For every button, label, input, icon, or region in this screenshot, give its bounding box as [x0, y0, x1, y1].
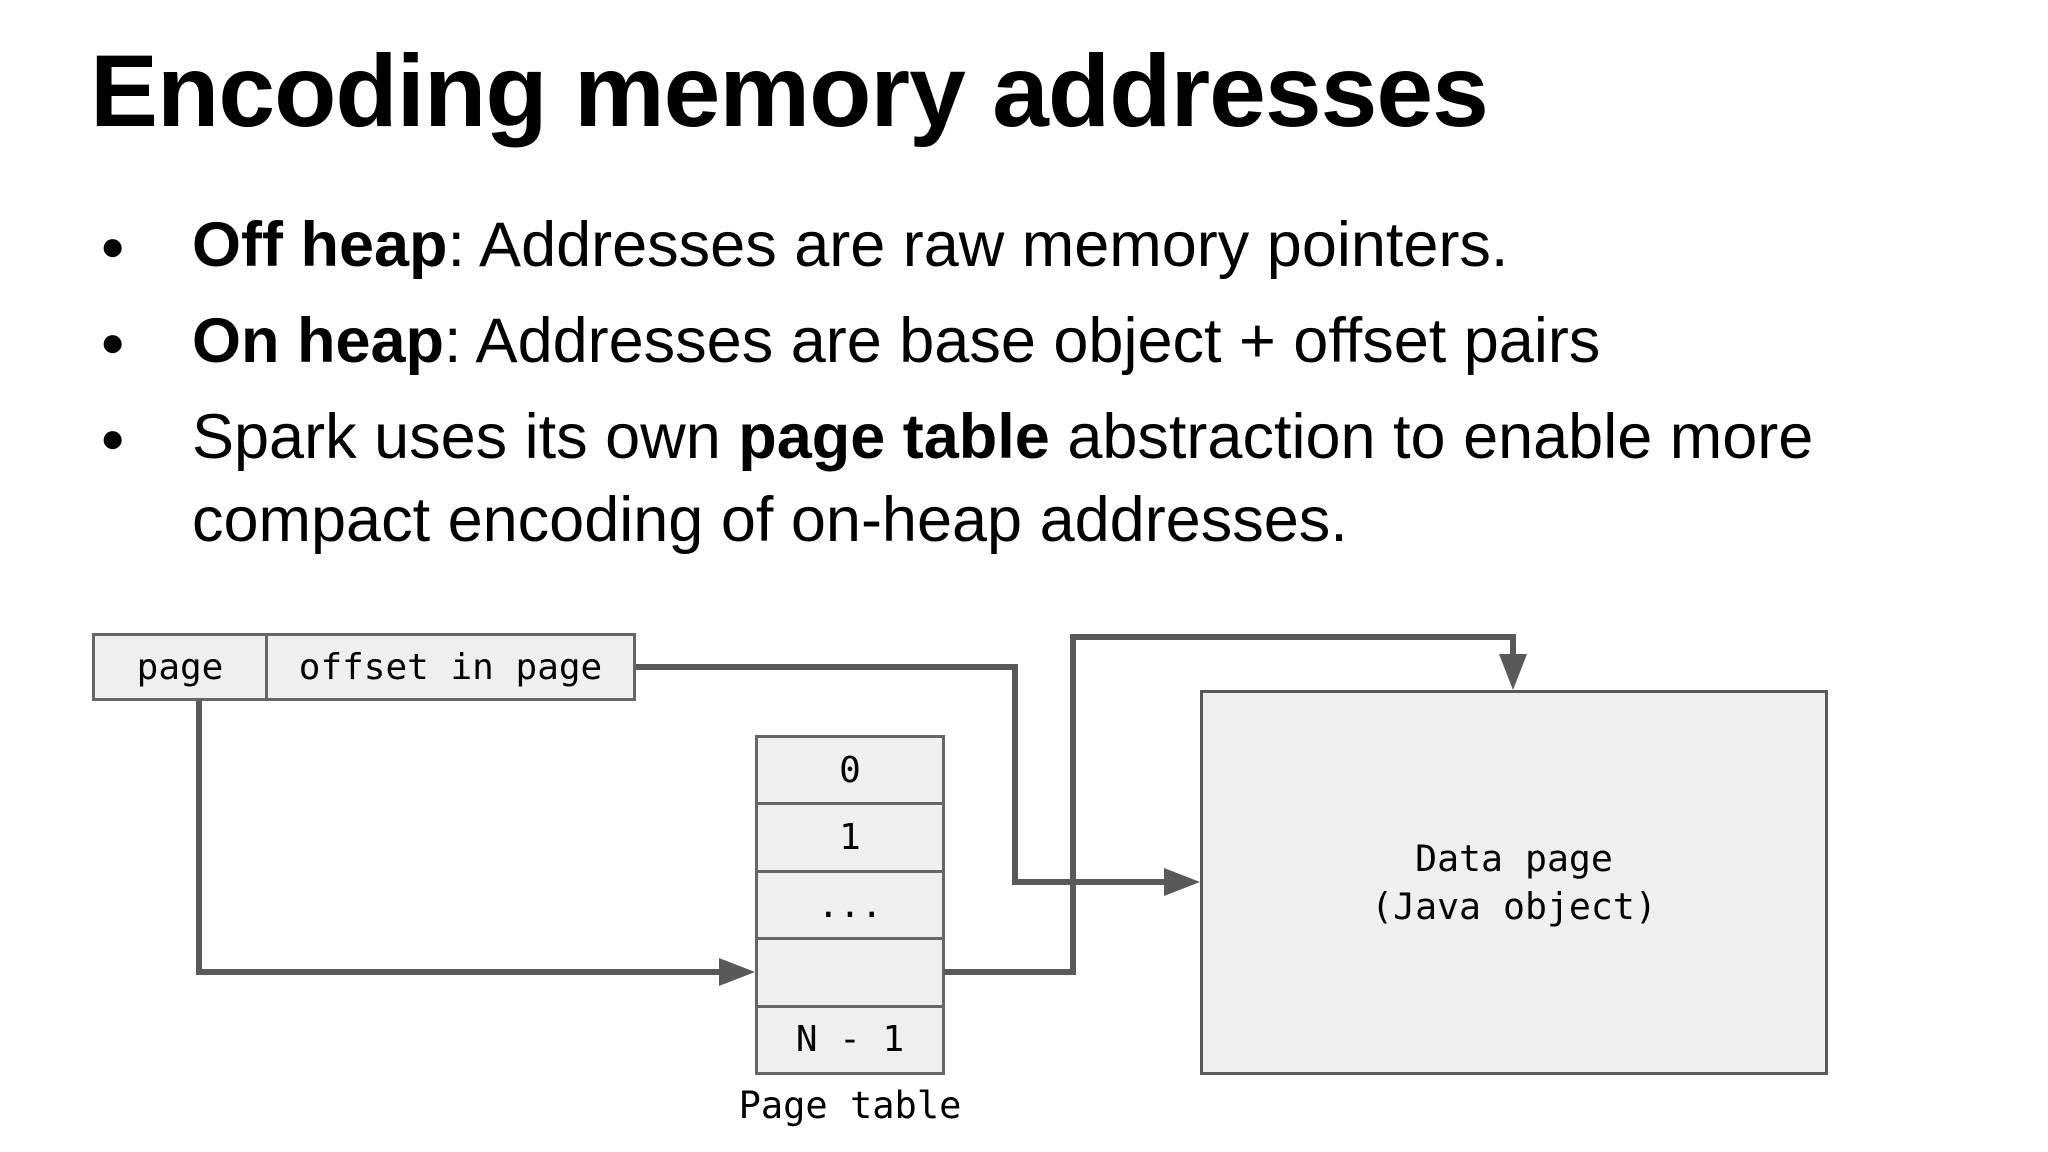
- page-table: 0 1 ... N - 1: [755, 735, 945, 1075]
- data-page-box: Data page (Java object): [1200, 690, 1828, 1075]
- address-cell-offset: offset in page: [298, 646, 603, 688]
- data-page-line1: Data page: [1415, 836, 1613, 880]
- bullet-text: Spark uses its own: [192, 402, 739, 472]
- address-box: page offset in page: [92, 633, 636, 701]
- slide-title: Encoding memory addresses: [90, 34, 1489, 148]
- bullet-text-bold: page table: [738, 402, 1050, 472]
- bullet-text-bold: Off heap: [192, 210, 448, 280]
- bullet-item-2: ● Spark uses its own page table abstracti…: [92, 396, 2002, 562]
- arrowhead-into-datapage-left: [1164, 868, 1200, 896]
- bullet-text: : Addresses are base object + offset pai…: [444, 306, 1601, 376]
- bullet-icon: ●: [100, 222, 126, 269]
- page-table-label: Page table: [738, 1084, 962, 1127]
- address-cell-page: page: [95, 636, 268, 698]
- page-table-row-selected: [758, 937, 942, 1004]
- page-table-row-1: 1: [758, 802, 942, 869]
- bullet-text-bold: On heap: [192, 306, 445, 376]
- page-table-row-n-minus-1: N - 1: [758, 1004, 942, 1072]
- page-table-row-0: 0: [839, 749, 861, 791]
- bullet-icon: ●: [100, 414, 126, 461]
- bullet-text: abstraction to enable more compact encod…: [192, 402, 1814, 555]
- arrowhead-into-pagetable: [719, 958, 755, 986]
- bullet-icon: ●: [100, 318, 126, 365]
- page-table-row-ellipsis: ...: [758, 869, 942, 937]
- wire-page-to-pagetable: [196, 701, 723, 975]
- bullet-item-0: ● Off heap: Addresses are raw memory poin…: [92, 204, 2002, 287]
- bullet-list: ● Off heap: Addresses are raw memory poin…: [92, 204, 2006, 575]
- bullet-text: : Addresses are raw memory pointers.: [447, 210, 1509, 280]
- arrowhead-into-datapage-top: [1499, 654, 1527, 690]
- bullet-item-1: ● On heap: Addresses are base object + of…: [92, 300, 2002, 383]
- data-page-line2: (Java object): [1371, 884, 1657, 928]
